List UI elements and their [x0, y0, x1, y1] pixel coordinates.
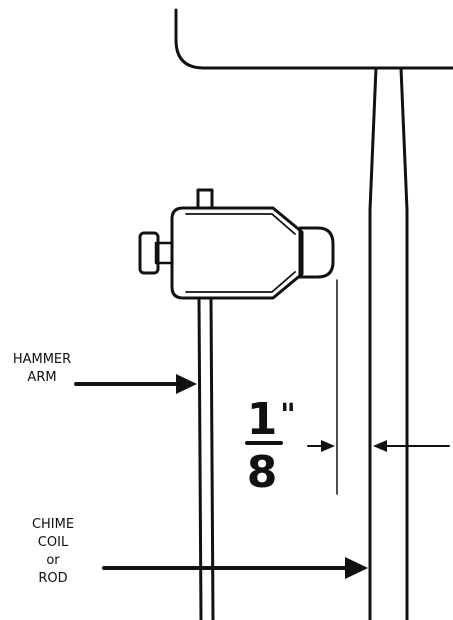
fraction-inch-mark: "	[280, 398, 296, 433]
fraction-numerator: 1	[247, 394, 278, 445]
chime-label-line-1: CHIME	[32, 517, 74, 532]
chime-frame-outline	[174, 8, 453, 70]
measurement-fraction: 1 " 8	[245, 394, 296, 498]
chime-rod-pointer-arrow	[102, 557, 368, 579]
chime-label-line-4: ROD	[38, 571, 67, 586]
chime-rod-right-edge	[399, 66, 409, 620]
hammer-body	[170, 206, 304, 300]
adjusting-screw-knob	[138, 231, 160, 275]
chime-rod-left-edge	[368, 66, 378, 620]
hammer-arm-right-edge	[209, 296, 215, 620]
hammer-tip	[298, 226, 335, 279]
hammer-arm-label-line-2: ARM	[27, 370, 56, 385]
gap-left-arrow	[307, 440, 335, 452]
chime-label-line-2: COIL	[38, 535, 69, 550]
hammer-arm-left-edge	[197, 296, 203, 620]
chime-label: CHIME COIL or ROD	[32, 517, 74, 586]
hammer-body-inner-top	[185, 213, 296, 235]
gap-right-arrow	[373, 440, 450, 452]
hammer-arm-label-line-1: HAMMER	[13, 352, 71, 367]
hammer-arm-pointer-arrow	[74, 374, 197, 394]
fraction-denominator: 8	[247, 447, 278, 498]
chime-label-line-3: or	[46, 553, 60, 568]
hammer-arm-label: HAMMER ARM	[13, 352, 71, 385]
hammer-top-post	[196, 188, 214, 210]
hammer-head	[138, 188, 335, 300]
hammer-body-inner-bottom	[185, 271, 296, 293]
